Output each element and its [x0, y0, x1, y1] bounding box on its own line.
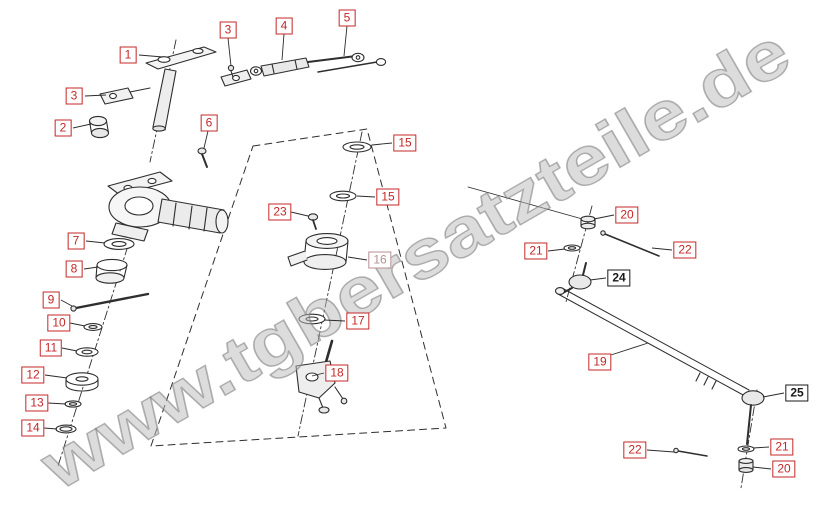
tie-rod-assembly	[554, 215, 765, 473]
axis-line-tie-rod-end	[467, 186, 587, 221]
clamp-bolt	[220, 64, 252, 87]
bracket-left	[99, 87, 151, 105]
steering-damper	[249, 52, 387, 77]
leader-lines	[43, 25, 785, 470]
washer-stack-left	[55, 238, 150, 434]
bolt	[197, 147, 208, 168]
watermark-text: www.tgbersatzteile.de	[27, 13, 802, 504]
dashed-boundary	[150, 128, 447, 447]
steering-gear-housing	[107, 171, 229, 242]
knuckle-parts	[287, 141, 372, 414]
bushing	[88, 115, 110, 139]
steering-column-upper	[145, 46, 217, 132]
